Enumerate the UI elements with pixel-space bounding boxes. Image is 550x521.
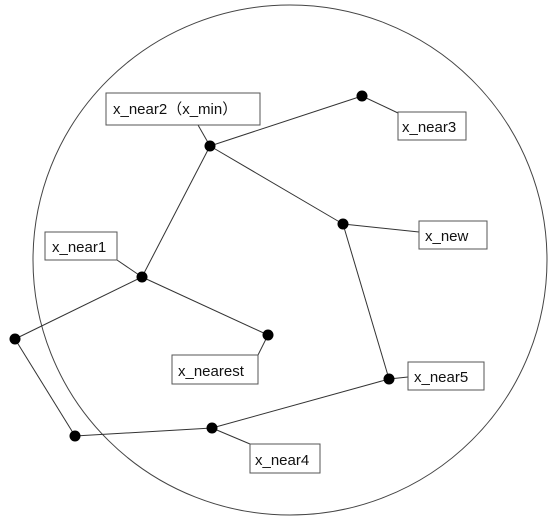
label-near1-box bbox=[44, 231, 118, 261]
label-nearest-box bbox=[171, 354, 259, 385]
label-near1: x_near1 bbox=[44, 231, 118, 261]
edge-near1-nearest bbox=[141, 276, 269, 336]
label-near5-text: x_near5 bbox=[414, 369, 468, 386]
label-near4-box bbox=[249, 443, 321, 474]
node-near5 bbox=[383, 373, 395, 385]
edge-near4-near5 bbox=[211, 378, 390, 429]
label-near4-text: x_near4 bbox=[255, 452, 309, 469]
neighborhood-circle bbox=[32, 4, 548, 516]
leader-near3 bbox=[361, 95, 399, 114]
label-near4: x_near4 bbox=[249, 443, 321, 474]
tree-edges bbox=[14, 95, 390, 437]
leader-lines bbox=[116, 95, 420, 445]
leader-near4 bbox=[211, 427, 251, 445]
label-near3: x_near3 bbox=[397, 111, 467, 141]
node-new bbox=[337, 218, 349, 230]
label-near2: x_near2（x_min） bbox=[105, 92, 261, 126]
edge-near2-new bbox=[209, 145, 344, 225]
edge-near5-new bbox=[342, 223, 390, 380]
node-bottomleft bbox=[69, 430, 81, 442]
edge-near2-near1 bbox=[141, 145, 211, 278]
node-near1 bbox=[136, 271, 148, 283]
label-near3-text: x_near3 bbox=[402, 119, 456, 136]
tree-nodes bbox=[9, 90, 395, 442]
node-nearest bbox=[262, 329, 274, 341]
node-near3 bbox=[356, 90, 368, 102]
label-near3-box bbox=[397, 111, 467, 141]
label-nearest: x_nearest bbox=[171, 354, 259, 385]
leader-new bbox=[342, 223, 420, 233]
label-nearest-text: x_nearest bbox=[178, 363, 245, 380]
edge-near1-left bbox=[14, 276, 143, 340]
label-near2-box bbox=[105, 92, 261, 126]
node-near4 bbox=[206, 422, 218, 434]
label-new-box bbox=[418, 220, 488, 250]
edge-left-bottomleft bbox=[14, 338, 76, 437]
label-near2-text: x_near2（x_min） bbox=[113, 101, 237, 118]
edge-near2-near3 bbox=[209, 95, 363, 147]
label-near5: x_near5 bbox=[407, 361, 485, 391]
node-near2 bbox=[204, 140, 216, 152]
label-new-text: x_new bbox=[425, 228, 469, 245]
edge-bottomleft-near4 bbox=[74, 427, 213, 437]
label-near1-text: x_near1 bbox=[52, 239, 106, 256]
label-near5-box bbox=[407, 361, 485, 391]
label-new: x_new bbox=[418, 220, 488, 250]
node-left bbox=[9, 333, 21, 345]
